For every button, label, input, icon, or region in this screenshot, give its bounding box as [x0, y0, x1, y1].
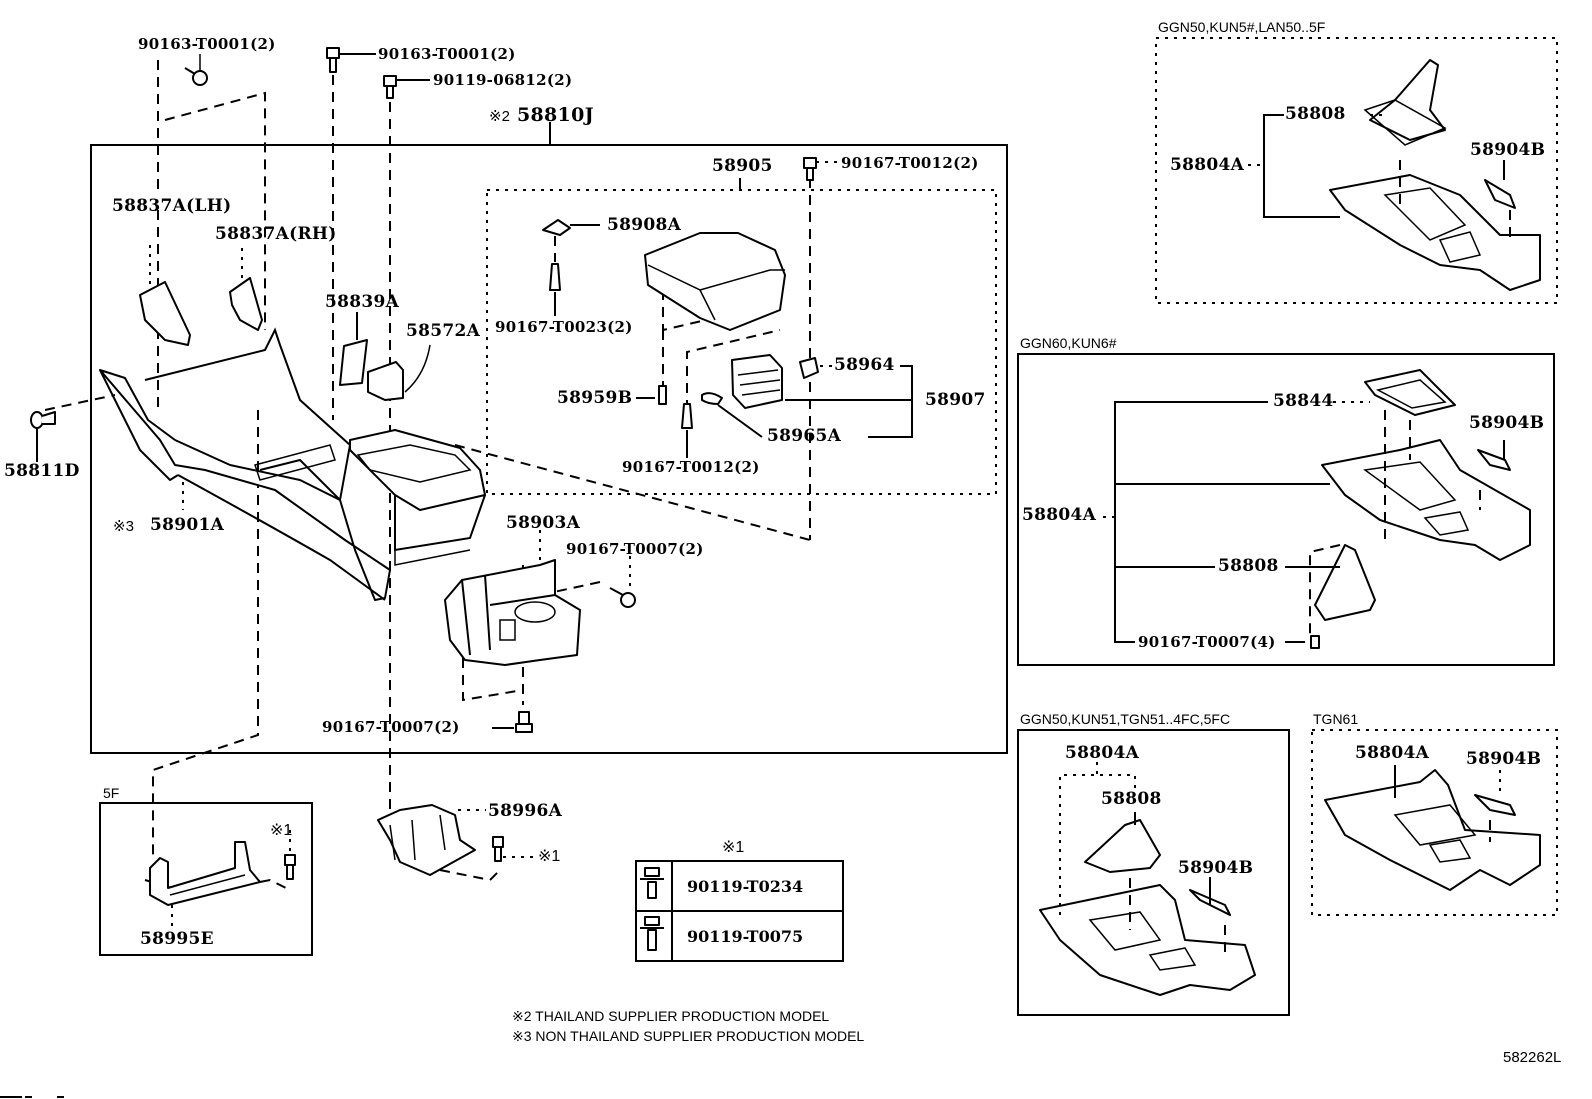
clip-58908a-icon [542, 219, 600, 316]
label-90167-t0007-side[interactable]: 90167-T0007(2) [566, 540, 704, 558]
bolt-table-title: ※1 [722, 839, 745, 856]
variant-4-frame [1311, 729, 1558, 916]
note-mark-3: ※3 [113, 518, 134, 535]
variant-2-drawings [1103, 369, 1531, 649]
label-58996a[interactable]: 58996A [488, 801, 563, 821]
label-58908a[interactable]: 58908A [607, 215, 682, 235]
part-58996a-shape [377, 804, 533, 876]
label-58901a[interactable]: 58901A [150, 515, 225, 535]
mark-1-58996a: ※1 [538, 848, 561, 865]
caption-5f: 5F [103, 785, 120, 801]
screw-90167-t0007-bottom-icon [492, 711, 533, 733]
label-58837a-lh[interactable]: 58837A(LH) [112, 196, 232, 216]
label-58965a[interactable]: 58965A [767, 426, 842, 446]
label-58839a[interactable]: 58839A [325, 292, 400, 312]
variant-3-frame [1017, 729, 1290, 1016]
armrest-lid-shape [644, 232, 786, 331]
variant-4-drawings [1324, 765, 1541, 891]
bolt-58959b-icon [636, 385, 667, 405]
part-58837a-lh-shape [139, 281, 191, 346]
bolt-table-part[interactable]: 90119-T0075 [671, 910, 844, 962]
label-58959b[interactable]: 58959B [557, 388, 633, 408]
label-90167-t0012-bottom[interactable]: 90167-T0012(2) [622, 458, 760, 476]
label-v3-58904b[interactable]: 58904B [1178, 858, 1254, 878]
label-v2-58844[interactable]: 58844 [1273, 391, 1334, 411]
label-v1-58808[interactable]: 58808 [1285, 104, 1346, 124]
bolt-table: 90119-T0234 90119-T0075 [635, 860, 844, 962]
label-58964[interactable]: 58964 [834, 355, 895, 375]
label-v2-58904b[interactable]: 58904B [1469, 413, 1545, 433]
bolt-table-row: 90119-T0075 [635, 910, 844, 962]
variant-3-drawings [1039, 762, 1256, 996]
screw-90167-t0007-side-icon [609, 556, 636, 608]
label-bolt-90163-mid[interactable]: 90163-T0001(2) [378, 45, 516, 63]
label-v2-58808[interactable]: 58808 [1218, 556, 1279, 576]
clip-58811d-icon [30, 411, 56, 462]
label-v3-58808[interactable]: 58808 [1101, 789, 1162, 809]
variant-1-frame [1155, 37, 1558, 304]
variant-1-caption: GGN50,KUN5#,LAN50..5F [1158, 19, 1326, 35]
part-58837a-rh-shape [229, 277, 263, 331]
label-58905[interactable]: 58905 [712, 156, 773, 176]
label-bolt-90163-left[interactable]: 90163-T0001(2) [138, 35, 276, 53]
variant-3-caption: GGN50,KUN51,TGN51..4FC,5FC [1020, 711, 1231, 727]
bracket-5f-frame [99, 802, 313, 956]
part-58901a-shape [99, 327, 486, 601]
label-90167-t0007-bottom[interactable]: 90167-T0007(2) [322, 718, 460, 736]
bolt-table-part[interactable]: 90119-T0234 [671, 860, 844, 912]
label-v4-58804a[interactable]: 58804A [1355, 743, 1430, 763]
bolt-table-row: 90119-T0234 [635, 860, 844, 912]
armrest-subassembly-frame [486, 189, 997, 495]
label-58572a[interactable]: 58572A [406, 321, 481, 341]
variant-2-frame [1017, 353, 1555, 666]
label-58810j[interactable]: 58810J [517, 104, 594, 126]
bolt-table-icon-cell [635, 910, 673, 962]
label-v4-58904b[interactable]: 58904B [1466, 749, 1542, 769]
variant-4-caption: TGN61 [1313, 711, 1359, 727]
note-mark-2: ※2 [489, 108, 510, 125]
variant-1-drawings [1248, 59, 1541, 291]
label-v2-58804a[interactable]: 58804A [1022, 505, 1097, 525]
bolt-90119-icon [383, 75, 430, 99]
lock-assembly-58907-shape [701, 354, 913, 438]
label-bolt-90119[interactable]: 90119-06812(2) [433, 71, 573, 89]
mark-1-5f: ※1 [270, 822, 293, 839]
label-58811d[interactable]: 58811D [4, 461, 80, 481]
label-v1-58804a[interactable]: 58804A [1170, 155, 1245, 175]
note-2: ※2 THAILAND SUPPLIER PRODUCTION MODEL [512, 1008, 830, 1024]
variant-2-caption: GGN60,KUN6# [1020, 335, 1117, 351]
part-58572a-shape [367, 361, 404, 401]
label-90167-t0023[interactable]: 90167-T0023(2) [495, 318, 633, 336]
part-58839a-shape [339, 339, 368, 386]
label-v1-58904b[interactable]: 58904B [1470, 140, 1546, 160]
label-v2-90167-t0007[interactable]: 90167-T0007(4) [1138, 633, 1276, 651]
label-58903a[interactable]: 58903A [506, 513, 581, 533]
bolt-90163-mid-icon [326, 47, 376, 73]
part-58995e-shape [149, 830, 296, 928]
bolt-table-icon-cell [635, 860, 673, 912]
bolt-90163-left-icon [184, 54, 208, 86]
label-58995e[interactable]: 58995E [140, 929, 214, 949]
note-3: ※3 NON THAILAND SUPPLIER PRODUCTION MODE… [512, 1028, 865, 1044]
figure-code: 582262L [1503, 1049, 1562, 1066]
label-90167-t0012-top[interactable]: 90167-T0012(2) [841, 154, 979, 172]
bolt-90167-t0012-top-icon [803, 157, 838, 181]
label-58837a-rh[interactable]: 58837A(RH) [215, 224, 337, 244]
screw-90167-t0012-icon [681, 403, 693, 458]
part-58903a-shape [444, 530, 581, 666]
label-58907[interactable]: 58907 [925, 390, 986, 410]
label-v3-58804a[interactable]: 58804A [1065, 743, 1140, 763]
main-assembly-frame [90, 122, 1008, 754]
